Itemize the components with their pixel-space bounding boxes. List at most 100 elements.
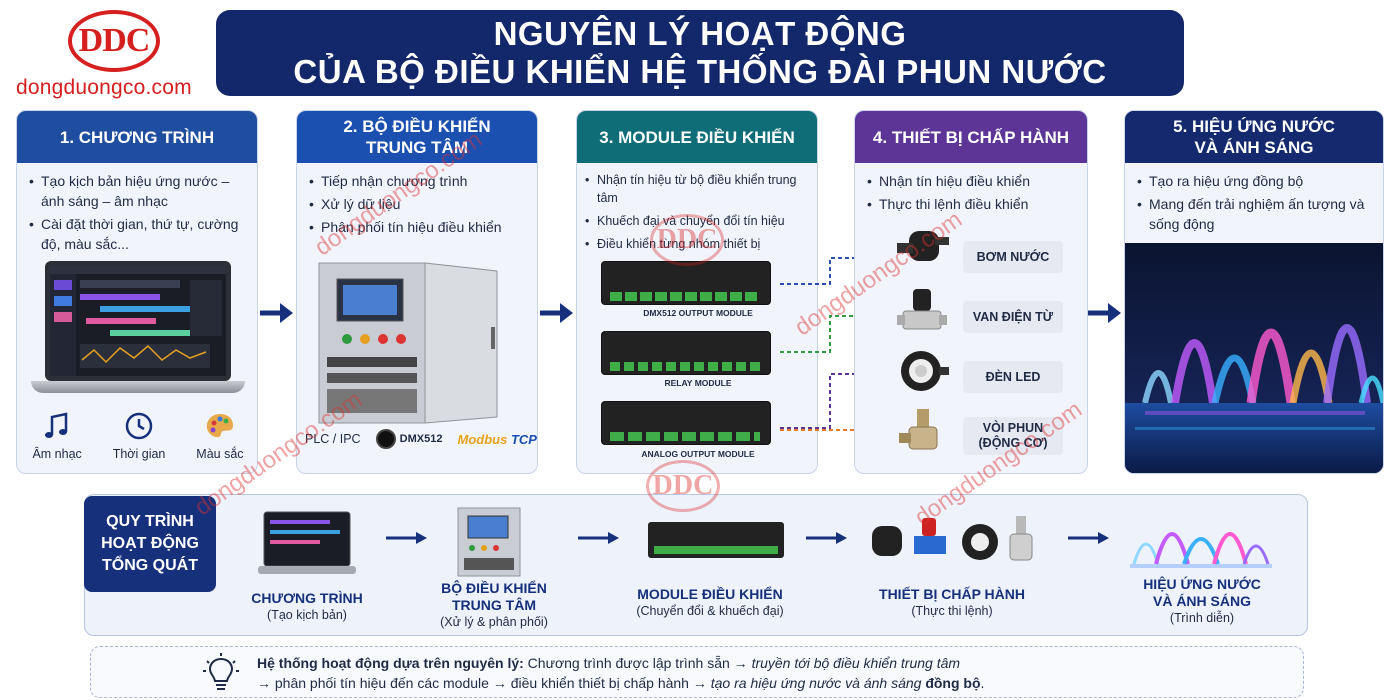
step-bullets: Nhận tín hiệu điều khiển Thực thi lệnh đ… [855,163,1087,214]
watermark-logo: DDC [646,460,720,512]
process-step-desc: (Trình diễn) [1169,611,1235,625]
process-step-effects: HIỆU ỨNG NƯỚC VÀ ÁNH SÁNG (Trình diễn) [1112,576,1292,626]
dmx-badge: DMX512 [375,429,443,449]
protocol-row: PLC / IPC DMX512 Modbus TCP [305,429,537,449]
process-step-desc: (Tạo kịch bản) [267,608,347,622]
arrow-right-icon [386,532,427,544]
mini-cabinet-image [457,507,521,577]
program-icons: Âm nhạc Thời gian Màu sắc [17,411,257,471]
bullet: Mang đến trải nghiệm ấn tượng và sống độ… [1137,194,1371,234]
step-bullets: Tạo ra hiệu ứng đồng bộ Mang đến trải ng… [1125,163,1383,234]
bullet: Xử lý dữ liệu [309,194,525,214]
step-text: Tạo ra hiệu ứng đồng bộ Mang đến trải ng… [1125,163,1383,243]
brand-logo[interactable]: DDC dongduongco.com [16,8,210,104]
icon-item-color: Màu sắc [196,411,244,471]
terminal-block [610,432,760,441]
mini-module-image [648,522,784,558]
process-tag-line2: HOẠT ĐỘNG [101,535,199,552]
clock-icon [125,412,153,440]
relay-module-image [601,331,771,375]
process-step-name: THIẾT BỊ CHẤP HÀNH [879,586,1025,602]
step-card-actuators: 4. THIẾT BỊ CHẤP HÀNH Nhận tín hiệu điều… [854,110,1088,474]
palette-icon [206,414,233,438]
music-note-icon [45,412,68,438]
logo-mark: DDC [68,10,160,72]
control-cabinet-image [318,262,498,424]
process-step-name-line1: BỘ ĐIỀU KHIỂN [441,580,547,596]
dmx-label: DMX512 [399,433,443,445]
process-step-desc: (Chuyển đổi & khuếch đại) [636,604,784,618]
step-title: 1. CHƯƠNG TRÌNH [17,111,257,163]
icon-label: Thời gian [112,447,166,461]
device-label: BƠM NƯỚC [963,241,1063,273]
title-line2: CỦA BỘ ĐIỀU KHIỂN HỆ THỐNG ĐÀI PHUN NƯỚC [293,53,1107,90]
analog-module-image [601,401,771,445]
note-part6: . [980,675,985,691]
logo-text: DDC [78,22,151,59]
modbus-label: Modbus [457,431,508,447]
laptop-screen [45,261,231,381]
bullet: Cài đặt thời gian, thứ tự, cường độ, màu… [29,214,245,254]
dmx-module-image [601,261,771,305]
step-bullets: Tạo kịch bản hiệu ứng nước – ánh sáng – … [17,163,257,254]
step-card-effects: 5. HIỆU ỨNG NƯỚC VÀ ÁNH SÁNG Tạo ra hiệu… [1124,110,1384,474]
bullet: Tiếp nhận chương trình [309,171,525,191]
process-step-name-line2: VÀ ÁNH SÁNG [1152,593,1251,609]
fountain-show-image [1125,243,1383,473]
step-card-controller: 2. BỘ ĐIỀU KHIỂN TRUNG TÂM Tiếp nhận chư… [296,110,538,474]
mini-actuators-image [872,516,1033,561]
lightbulb-icon [203,653,239,690]
process-step-name: CHƯƠNG TRÌNH [251,590,363,606]
led-light-image [901,351,949,391]
process-step-name-line2: TRUNG TÂM [452,597,536,613]
process-step-desc: (Thực thi lệnh) [911,604,993,618]
process-step-desc: (Xử lý & phân phối) [440,615,548,629]
process-step-name: MODULE ĐIỀU KHIỂN [637,586,783,602]
watermark-logo: DDC [650,214,724,266]
modbus-logo: Modbus TCP [458,432,537,447]
bullet: Nhận tín hiệu điều khiển [867,171,1075,191]
note-part4: tạo ra hiệu ứng nước và ánh sáng [710,675,926,691]
note-part5: đồng bộ [925,675,981,691]
bullet: Tạo ra hiệu ứng đồng bộ [1137,171,1371,191]
terminal-block [610,362,760,371]
icon-label: Màu sắc [196,447,244,461]
arrow-right-icon [578,532,619,544]
step-title-line1: 2. BỘ ĐIỀU KHIỂN [343,117,491,136]
bullet: Thực thi lệnh điều khiển [867,194,1075,214]
step-bullets: Tiếp nhận chương trình Xử lý dữ liệu Phâ… [297,163,537,237]
process-step-name-line1: HIỆU ỨNG NƯỚC [1143,576,1261,592]
module-label: RELAY MODULE [664,378,732,388]
device-label: VAN ĐIỆN TỪ [963,301,1063,333]
step-title: 2. BỘ ĐIỀU KHIỂN TRUNG TÂM [297,111,537,163]
title-line1: NGUYÊN LÝ HOẠT ĐỘNG [493,15,907,52]
arrow-right-icon [540,303,573,323]
bullet: Phân phối tín hiệu điều khiển [309,217,525,237]
step-card-program: 1. CHƯƠNG TRÌNH Tạo kịch bản hiệu ứng nư… [16,110,258,474]
step-title: 5. HIỆU ỨNG NƯỚC VÀ ÁNH SÁNG [1125,111,1383,163]
xlr-connector-icon [375,429,396,449]
principle-note: Hệ thống hoạt động dựa trên nguyên lý: C… [90,646,1304,698]
process-tag: QUY TRÌNH HOẠT ĐỘNG TỔNG QUÁT [84,496,216,592]
bullet: Nhận tín hiệu từ bộ điều khiển trung tâm [585,171,805,207]
brand-url[interactable]: dongduongco.com [16,76,192,99]
device-sublabel: (ĐỘNG CƠ) [978,436,1048,450]
terminal-block [610,292,760,301]
arrow-right-icon [260,303,293,323]
icon-item-time: Thời gian [112,411,166,471]
page-title: NGUYÊN LÝ HOẠT ĐỘNG CỦA BỘ ĐIỀU KHIỂN HỆ… [216,10,1184,96]
icon-label: Âm nhạc [32,447,82,461]
icon-item-music: Âm nhạc [32,411,82,471]
step-title: 4. THIẾT BỊ CHẤP HÀNH [855,111,1087,163]
modbus-tcp-label: TCP [507,431,537,447]
mini-fountain-image [1130,532,1272,568]
module-label: ANALOG OUTPUT MODULE [641,449,755,459]
process-tag-line3: TỔNG QUÁT [102,557,198,574]
device-label: ĐÈN LED [963,361,1063,393]
step-title-line2: TRUNG TÂM [366,138,468,157]
nozzle-motor-image [899,409,938,450]
note-part3: → phân phối tín hiệu đến các module → đi… [257,675,711,691]
arrow-right-icon [806,532,847,544]
note-lead: Hệ thống hoạt động dựa trên nguyên lý: [257,655,524,671]
